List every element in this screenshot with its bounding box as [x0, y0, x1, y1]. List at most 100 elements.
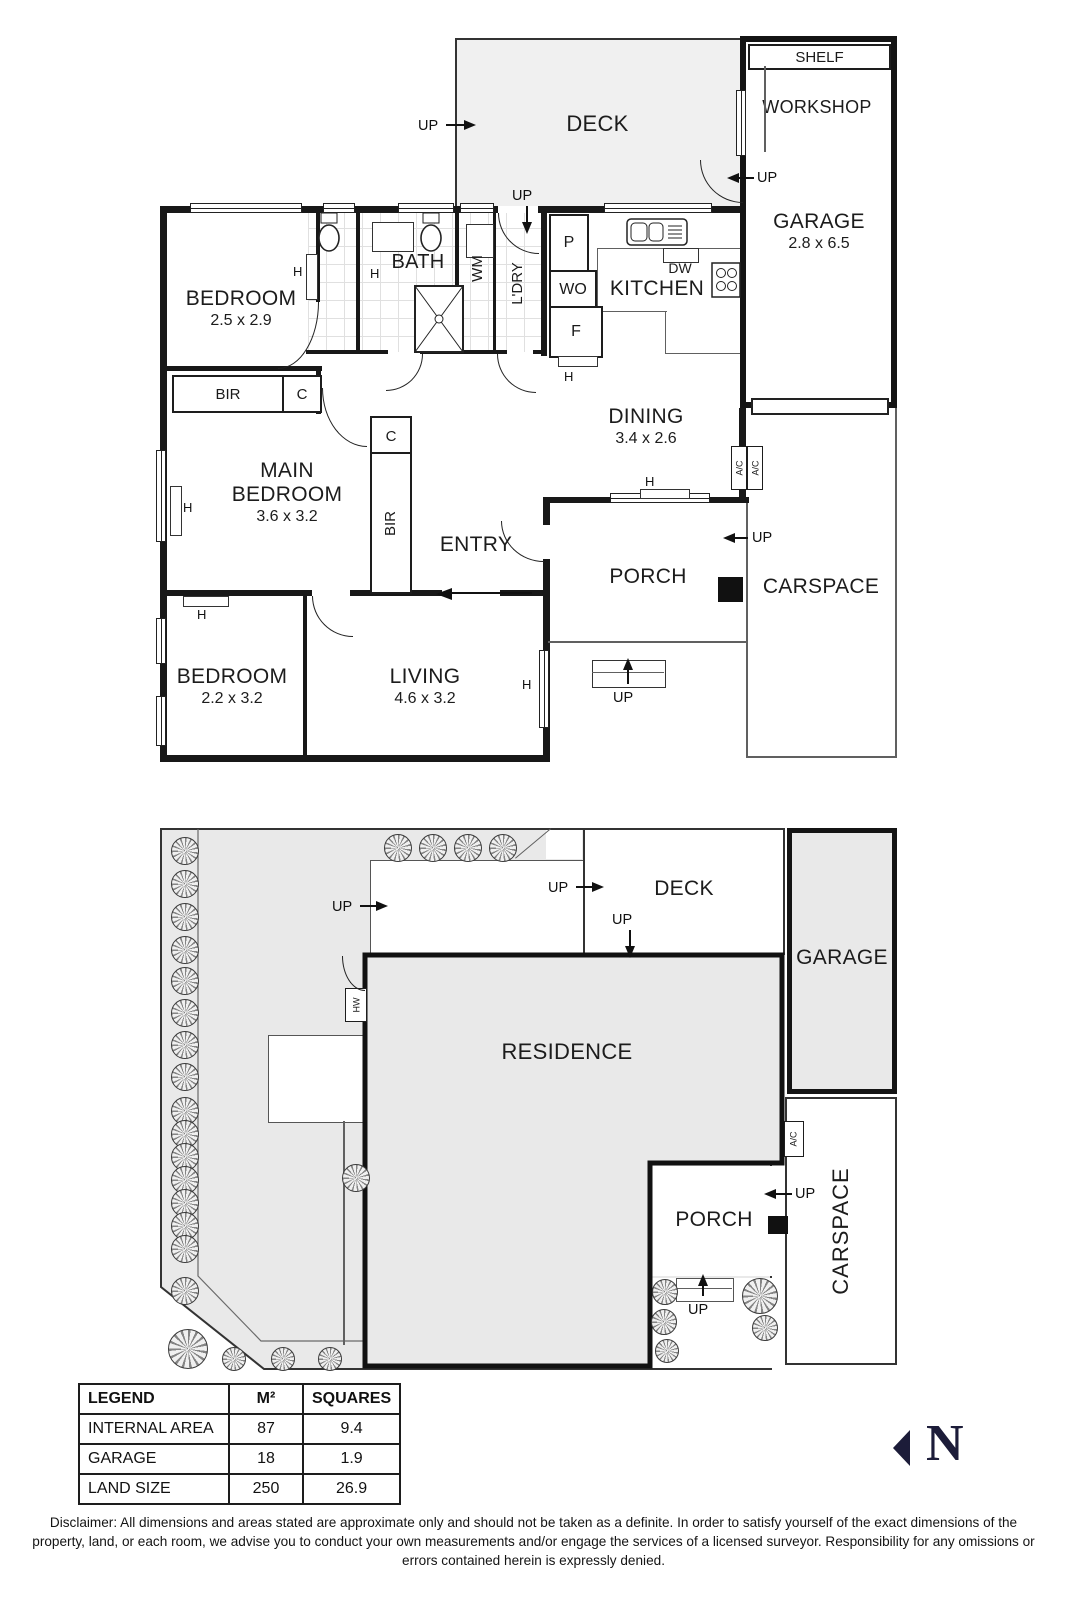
closet-label: BIR: [215, 385, 241, 403]
closet-label: C: [296, 385, 308, 403]
arrow-line: [526, 206, 528, 222]
ac-text: A/C: [734, 460, 745, 476]
shelf: SHELF: [748, 44, 891, 70]
cooktop-icon: [711, 262, 741, 298]
ac-text: A/C: [750, 460, 761, 476]
tree-icon: [171, 837, 199, 865]
counter-line: [597, 248, 598, 312]
room-label: GARAGE: [773, 209, 865, 233]
patio-cutout: [268, 1035, 369, 1123]
arrow-line: [627, 666, 629, 684]
up-label: UP: [332, 899, 353, 915]
door-arc: [312, 596, 353, 637]
up-arrow-icon: [698, 1274, 708, 1286]
north-arrow-icon: [893, 1430, 910, 1466]
room-dims: 3.4 x 2.6: [615, 429, 677, 447]
room-label: GARAGE: [796, 946, 888, 969]
toilet-icon: [420, 212, 442, 252]
door-arc: [386, 354, 423, 391]
room-carspace: CARSPACE: [752, 574, 890, 600]
room-label: ENTRY: [439, 533, 513, 556]
legend-cell: 9.4: [301, 1413, 402, 1445]
sink-icon: [626, 218, 688, 246]
counter-line: [597, 311, 667, 312]
arrow-line: [734, 537, 748, 539]
legend-header: LEGEND: [78, 1383, 230, 1415]
window: [156, 696, 166, 746]
pantry: P: [549, 214, 589, 272]
wall: [543, 497, 550, 525]
wall-oven: WO: [549, 270, 597, 310]
wall: [455, 206, 459, 354]
legend-cell: LAND SIZE: [78, 1473, 230, 1505]
window: [460, 203, 494, 213]
legend-row: INTERNAL AREA 87 9.4: [78, 1413, 402, 1445]
up-label: UP: [757, 170, 778, 186]
wall: [306, 350, 388, 354]
hall-arrow-icon: [436, 588, 452, 600]
room-label: KITCHEN: [609, 277, 705, 300]
up-arrow-icon: [723, 533, 735, 543]
fridge: F: [549, 306, 603, 358]
up-arrow-icon: [592, 882, 604, 892]
room-label: LIVING: [389, 664, 461, 688]
up-label: UP: [612, 912, 633, 928]
pillar: [718, 577, 743, 602]
tree-icon: [222, 1347, 246, 1371]
tree-icon: [454, 834, 482, 862]
wall: [543, 559, 550, 644]
hw-unit: HW: [345, 988, 367, 1022]
legend-row: GARAGE 18 1.9: [78, 1443, 402, 1475]
room-label: BEDROOM: [176, 664, 288, 688]
window: [604, 203, 712, 213]
closet-c: C: [370, 416, 412, 456]
dishwasher-label: DW: [661, 260, 699, 276]
wall: [160, 755, 550, 762]
room-dining: DINING 3.4 x 2.6: [572, 402, 720, 450]
pantry-label: P: [563, 234, 575, 251]
site-residence-label: RESIDENCE: [488, 1038, 646, 1066]
room-porch: PORCH: [602, 564, 694, 590]
tree-icon: [655, 1339, 679, 1363]
counter-line: [665, 353, 740, 354]
tree-icon: [651, 1309, 677, 1335]
up-arrow-icon: [464, 120, 476, 130]
room-label: BEDROOM: [231, 482, 343, 506]
legend-row: LAND SIZE 250 26.9: [78, 1473, 402, 1505]
ac-unit: A/C: [747, 446, 763, 490]
room-label: WORKSHOP: [762, 96, 872, 117]
heater-panel: [183, 596, 229, 607]
vanity: [372, 222, 414, 252]
legend-table: LEGEND M² SQUARES INTERNAL AREA 87 9.4 G…: [78, 1383, 402, 1505]
hw-text: HW: [351, 997, 361, 1013]
tree-icon: [752, 1315, 778, 1341]
room-bedroom1: BEDROOM 2.5 x 2.9: [170, 284, 312, 332]
deck-area: [455, 38, 744, 210]
room-label: CARSPACE: [762, 575, 880, 598]
wall: [303, 596, 307, 755]
shelf-label: SHELF: [795, 48, 844, 66]
legend-cell: 250: [228, 1473, 304, 1505]
room-dims: 4.6 x 3.2: [394, 689, 456, 707]
room-workshop: WORKSHOP: [746, 94, 888, 120]
closet-bir: BIR: [172, 375, 284, 413]
boundary-line: [548, 641, 748, 643]
walkway: [370, 860, 585, 957]
ac-unit-site: A/C: [784, 1121, 804, 1157]
up-label: UP: [418, 118, 439, 134]
ac-text: A/C: [788, 1131, 799, 1147]
toilet-icon: [318, 212, 340, 252]
door-arc: [322, 388, 367, 447]
up-arrow-icon: [376, 901, 388, 911]
up-label: UP: [752, 530, 773, 546]
shower-icon: [414, 285, 464, 353]
steps: [592, 660, 666, 688]
tree-icon: [742, 1278, 778, 1314]
heater-label: H: [645, 474, 655, 489]
north-label: N: [926, 1415, 964, 1472]
closet-bir-vertical: BIR: [370, 452, 412, 594]
window: [736, 90, 746, 156]
closet-c: C: [282, 375, 322, 413]
heater-panel: [306, 254, 318, 300]
arrow-line: [738, 177, 754, 179]
